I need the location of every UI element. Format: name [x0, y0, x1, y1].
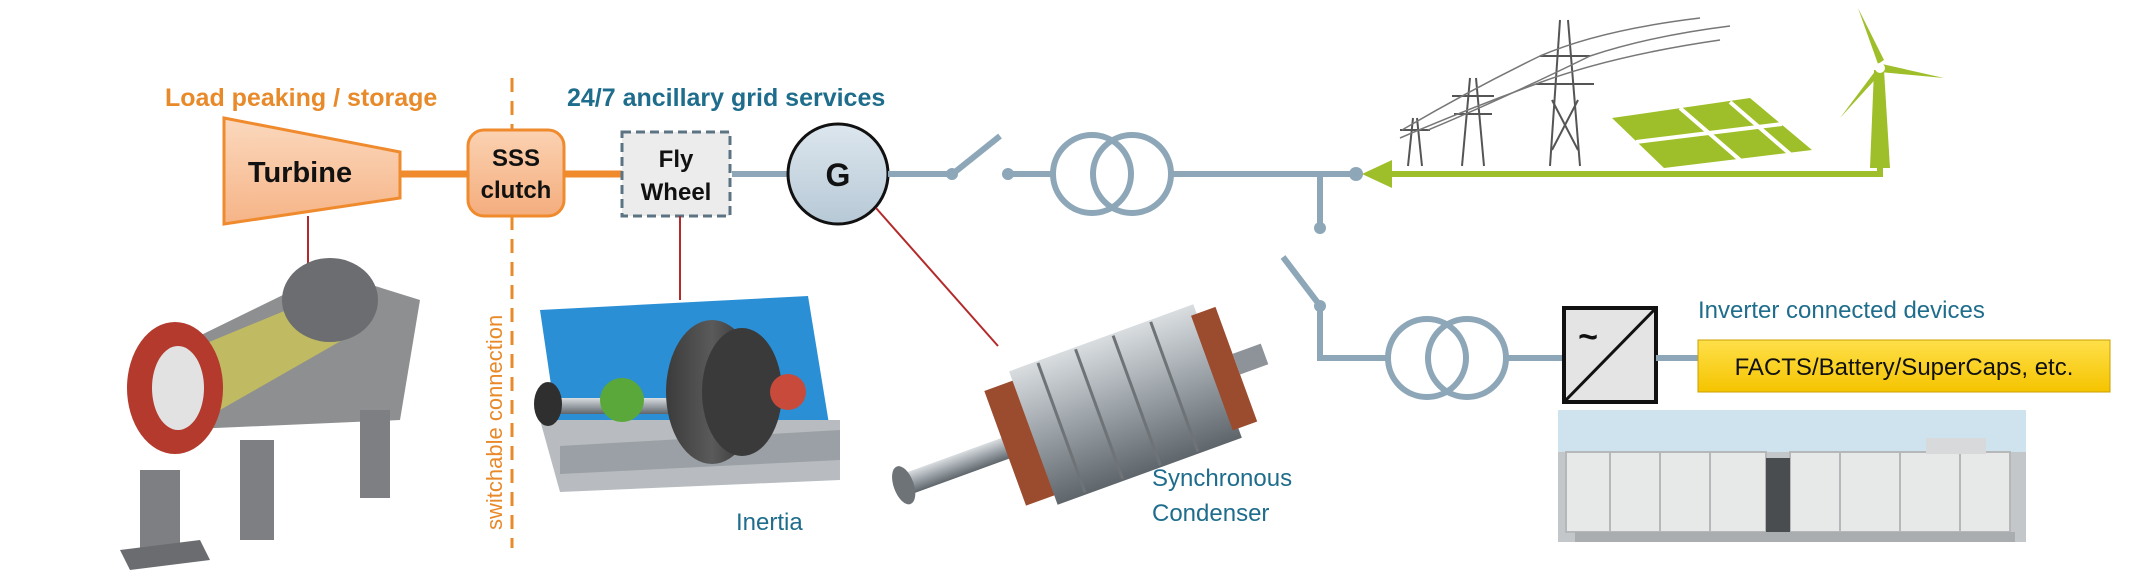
turbine-block: Turbine	[222, 116, 402, 226]
inverter-symbol: ~	[1562, 306, 1658, 404]
facts-label: FACTS/Battery/SuperCaps, etc.	[1735, 354, 2074, 381]
gas-turbine-illustration	[120, 258, 420, 570]
transformer-upper	[1050, 132, 1174, 216]
turbine-label: Turbine	[248, 157, 352, 189]
solar-panel-icon	[1612, 98, 1812, 168]
sync-condenser-label-line1: Synchronous	[1152, 465, 1292, 492]
flywheel-illustration	[534, 296, 840, 492]
generator-label: G	[826, 157, 851, 193]
renewable-feed	[1362, 150, 1883, 188]
bus-drop-node	[1314, 222, 1326, 234]
battery-container-photo	[1558, 410, 2026, 542]
bus-node-end	[1349, 167, 1363, 181]
wind-turbine-icon	[1840, 8, 1944, 168]
transformer-lower	[1385, 316, 1509, 400]
transmission-tower-icon	[1399, 17, 1731, 167]
flywheel-label-line1: Fly	[659, 146, 694, 173]
inverter-tilde: ~	[1578, 318, 1598, 356]
switchable-connection-label: switchable connection	[482, 315, 507, 530]
facts-box: FACTS/Battery/SuperCaps, etc.	[1697, 339, 2111, 393]
sss-clutch-block: SSS clutch	[466, 128, 566, 218]
sss-clutch-label-line2: clutch	[481, 177, 552, 204]
generator-symbol: G	[786, 122, 890, 226]
ancillary-services-label: 24/7 ancillary grid services	[567, 84, 885, 112]
sss-clutch-label-line1: SSS	[492, 145, 540, 172]
inertia-label: Inertia	[736, 509, 803, 536]
grid-line-lower	[1317, 306, 1388, 361]
flywheel-label-line2: Wheel	[641, 179, 712, 206]
sync-condenser-label-line2: Condenser	[1152, 500, 1269, 527]
load-peaking-label: Load peaking / storage	[165, 84, 437, 112]
breaker-switch-lower	[1280, 255, 1321, 305]
breaker-switch-upper	[953, 133, 1002, 175]
feed-arrow-icon	[1362, 160, 1392, 188]
inverter-devices-label: Inverter connected devices	[1698, 297, 1985, 324]
leader-generator	[875, 207, 999, 347]
flywheel-block: Fly Wheel	[620, 130, 732, 218]
synchronous-condenser-illustration	[892, 304, 1269, 506]
